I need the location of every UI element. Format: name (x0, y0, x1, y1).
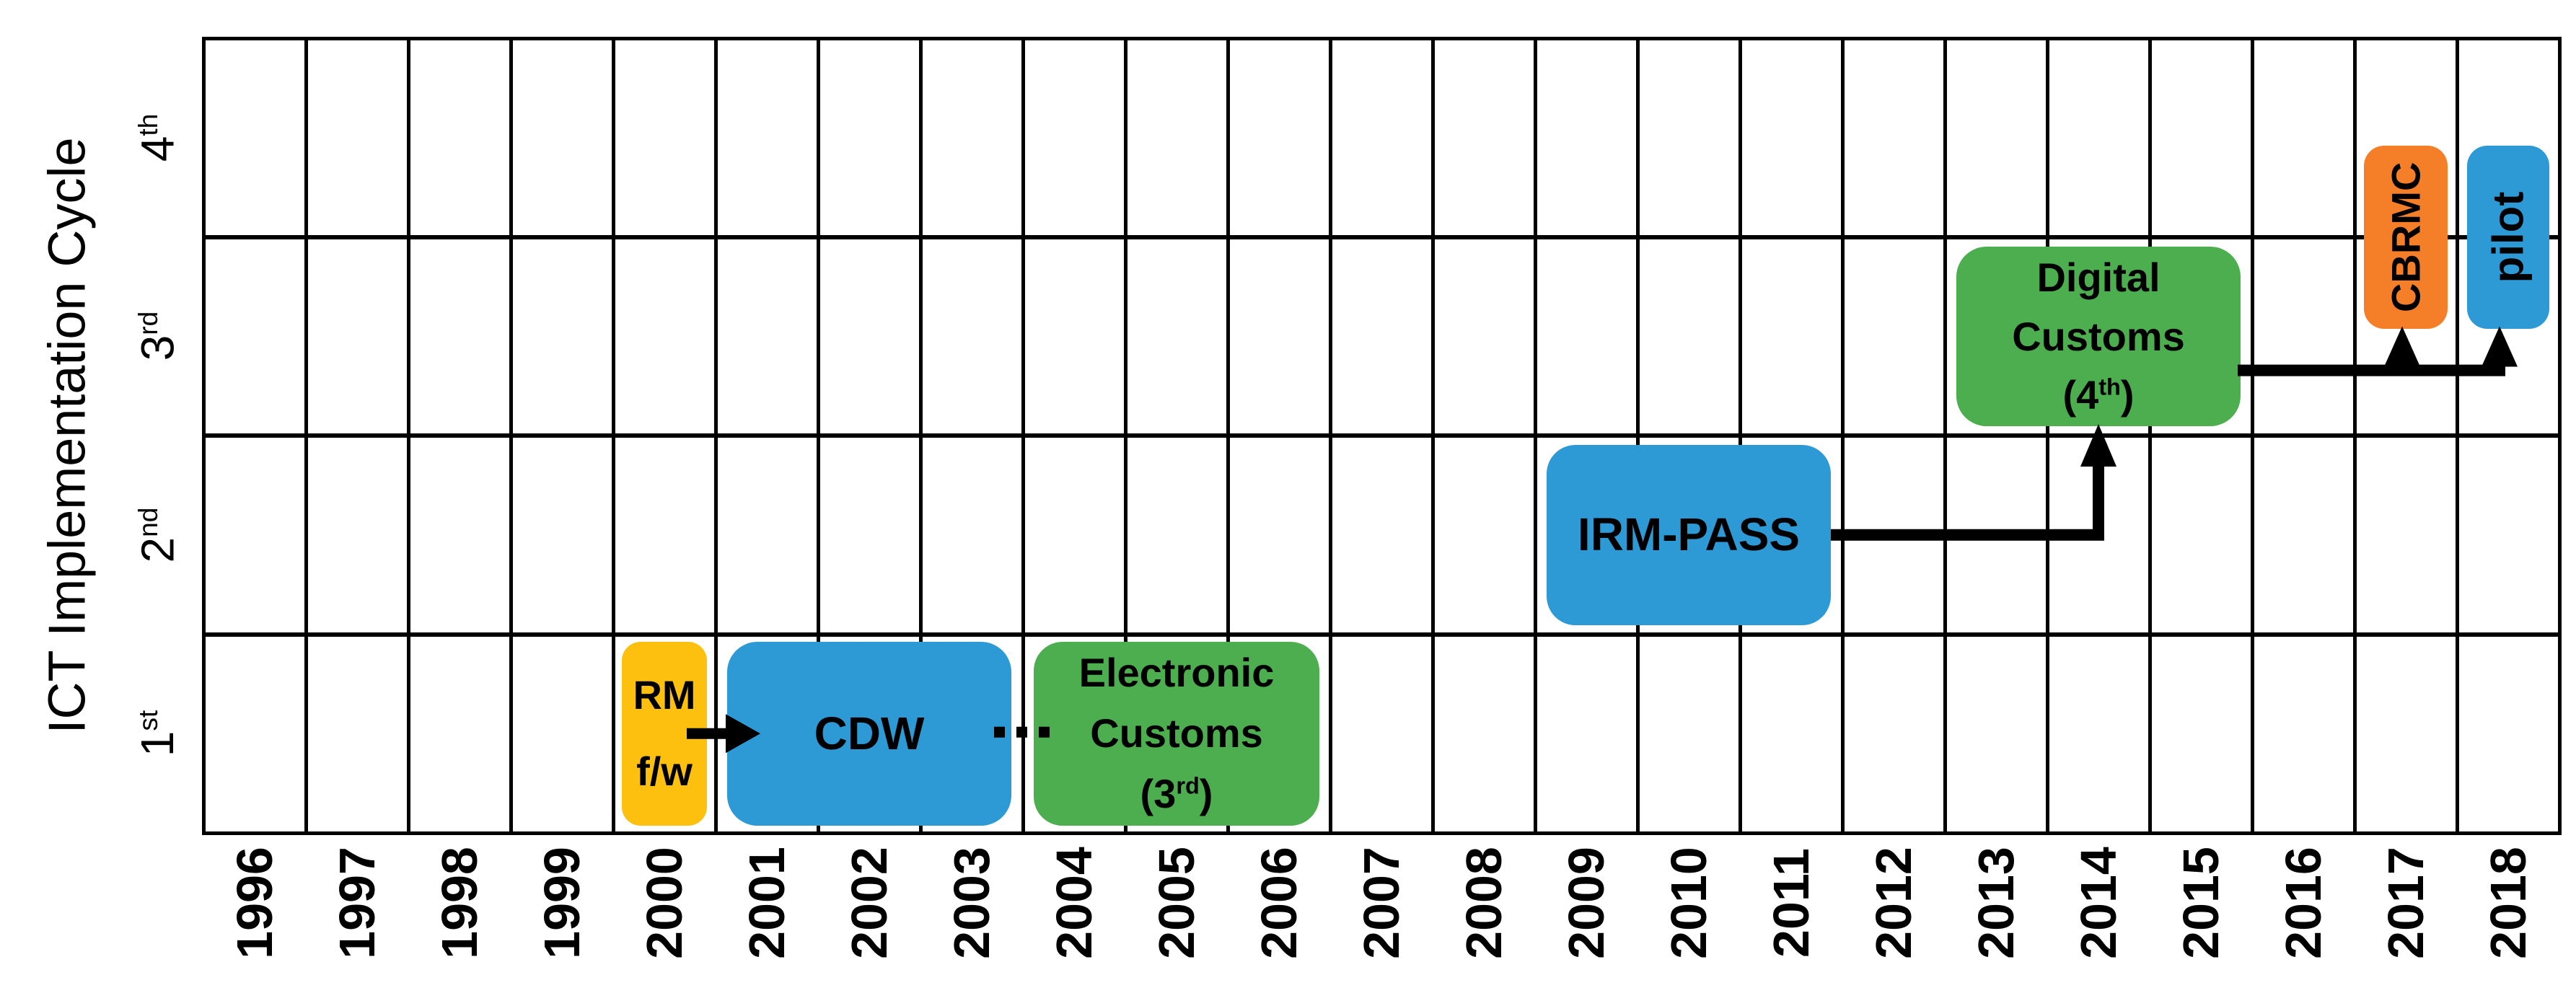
task-box-label: f/w (636, 749, 693, 795)
y-tick-label-4th: 4th (131, 113, 183, 162)
y-tick-label-3rd: 3rd (131, 311, 183, 361)
task-box-irm-pass: IRM-PASS (1547, 445, 1831, 625)
task-box-label: IRM-PASS (1577, 508, 1801, 561)
elbow-line-digital-customs-pilot (2238, 364, 2505, 376)
grid-hline (201, 36, 2562, 40)
arrow-head-pilot (2482, 326, 2518, 367)
task-box-cbrmc: CBRMC (2364, 145, 2448, 329)
task-box-label: Digital (2036, 255, 2160, 301)
arrow-head-cbrmc (2384, 326, 2420, 367)
x-tick-label-2018: 2018 (2479, 847, 2536, 959)
elbow-line-irm-pass-digital-customs (1831, 467, 2104, 541)
task-box-label: pilot (2484, 191, 2532, 283)
task-box-label: (4th) (2062, 371, 2135, 418)
task-box-label: CDW (814, 707, 925, 759)
task-box-pilot: pilot (2467, 145, 2549, 329)
task-box-label: Customs (2012, 313, 2185, 359)
task-box-cdw: CDW (727, 641, 1011, 826)
y-tick-label-2nd: 2nd (131, 507, 183, 563)
task-box-rm-fw: RM f/w (622, 641, 707, 826)
task-box-label: Electronic (1078, 650, 1275, 696)
task-box-label: Customs (1090, 710, 1263, 756)
task-box-label: RM (633, 671, 696, 718)
y-tick-label-1st: 1st (131, 710, 183, 757)
y-axis-title-text: ICT Implementation Cycle (38, 137, 97, 734)
grid-hline (201, 632, 2562, 637)
grid-hline (201, 234, 2562, 239)
arrow-head-digital-customs (2080, 424, 2116, 467)
grid-hline (201, 831, 2562, 835)
task-box-label: CBRMC (2383, 162, 2429, 312)
grid-hline (201, 433, 2562, 438)
task-box-label: (3rd) (1140, 771, 1213, 817)
